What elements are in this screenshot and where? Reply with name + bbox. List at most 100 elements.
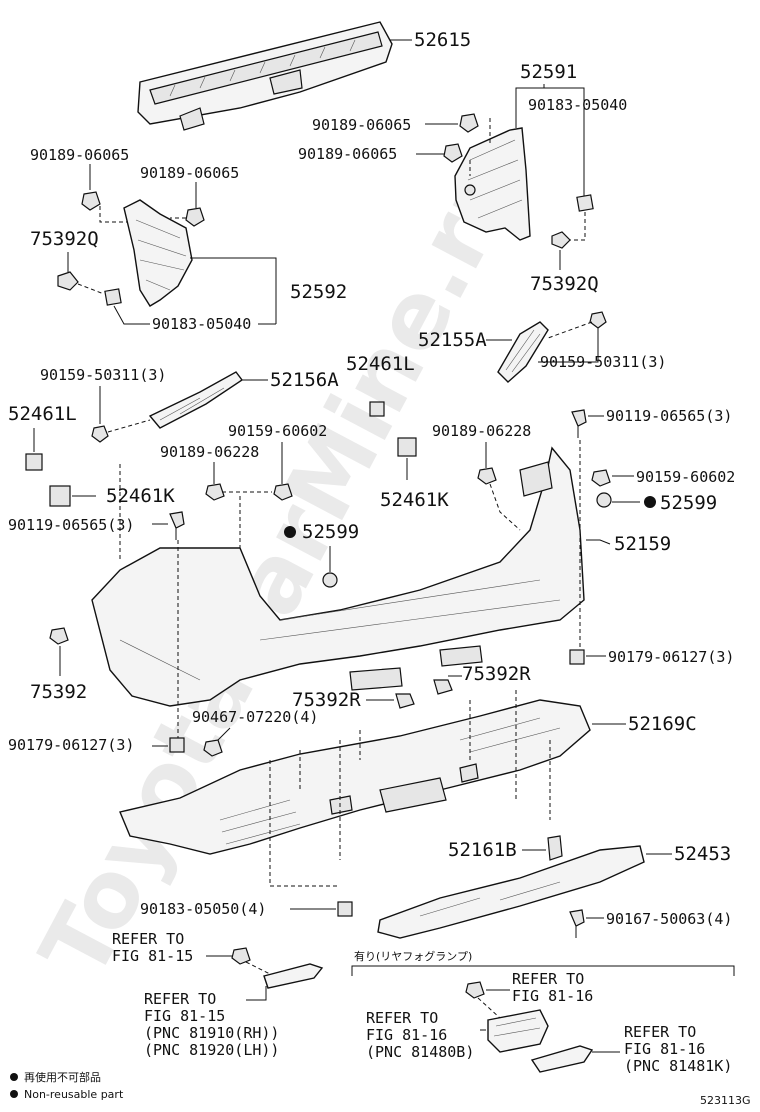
part-52591-bracket[interactable] [454,127,531,241]
label-90467-07220[interactable]: 90467-07220(4) [192,708,318,726]
label-52461K-l[interactable]: 52461K [106,485,175,507]
label-52599-r[interactable]: 52599 [660,492,717,514]
nut-90183-05040-l[interactable] [104,288,122,306]
ref2-line2: FIG 81-15 [144,1007,225,1025]
clip-75392R-b[interactable] [395,693,415,709]
watermark: ToyotaCarMine.ru [20,137,544,995]
label-75392[interactable]: 75392 [30,681,87,703]
reflector-ref-81-15[interactable] [263,963,324,989]
screw-90159-50311-r[interactable] [589,311,607,329]
label-90189-06065-b[interactable]: 90189-06065 [298,145,397,163]
label-52615[interactable]: 52615 [414,29,471,51]
plug-52599-c[interactable] [322,572,338,588]
part-52159-bumper-cover[interactable] [91,446,585,707]
label-52453[interactable]: 52453 [674,843,731,865]
screw-90119-06565-r[interactable] [571,409,587,438]
pad-52461K-l[interactable] [49,485,71,507]
label-90189-06228-l[interactable]: 90189-06228 [160,443,259,461]
label-90183-05040-r[interactable]: 90183-05040 [528,96,627,114]
label-52592[interactable]: 52592 [290,281,347,303]
label-90179-06127-r[interactable]: 90179-06127(3) [608,648,734,666]
ref4-line1: REFER TO [366,1009,438,1027]
label-90119-06565-r[interactable]: 90119-06565(3) [606,407,732,425]
label-52169C[interactable]: 52169C [628,713,697,735]
nut-90179-06127-r[interactable] [569,649,585,665]
ref1-line2: FIG 81-15 [112,947,193,965]
legend-jp: 再使用不可部品 [24,1070,101,1084]
legend-en: Non-reusable part [24,1088,124,1101]
label-90189-06065-a[interactable]: 90189-06065 [312,116,411,134]
label-90159-50311-r[interactable]: 90159-50311(3) [540,353,666,371]
label-90119-06565-l[interactable]: 90119-06565(3) [8,516,134,534]
fog-bezel-ref-81-16[interactable] [530,1045,594,1073]
clip-52161B[interactable] [547,835,563,861]
screw-90159-60602-r[interactable] [591,469,611,487]
screw-75392[interactable] [49,627,69,645]
part-52592-bracket[interactable] [123,199,193,307]
label-52156A[interactable]: 52156A [270,369,339,391]
diagram-code: 523113G [700,1094,751,1107]
clip-90189-06065-c[interactable] [81,191,101,211]
clip-90189-06065-b[interactable] [443,143,463,163]
screw-ref-81-15[interactable] [231,947,251,965]
pad-52461L-l[interactable] [25,453,43,471]
clip-90189-06228-r[interactable] [477,467,497,485]
ref2-line1: REFER TO [144,990,216,1008]
label-52461K-r[interactable]: 52461K [380,489,449,511]
label-52599-c[interactable]: 52599 [302,521,359,543]
clip-90189-06065-a[interactable] [459,113,479,133]
label-90189-06228-r[interactable]: 90189-06228 [432,422,531,440]
legend-dot-en [10,1090,18,1098]
clip-90189-06065-d[interactable] [185,207,205,227]
label-52461L-l[interactable]: 52461L [8,403,77,425]
ref3-line1: REFER TO [512,970,584,988]
screw-90119-06565-l[interactable] [169,511,185,540]
legend-dot-jp [10,1073,18,1081]
label-90189-06065-d[interactable]: 90189-06065 [140,164,239,182]
pad-52461K-r[interactable] [397,437,417,457]
label-52155A[interactable]: 52155A [418,329,487,351]
screw-90159-50311-l[interactable] [91,425,109,443]
ref5-line1: REFER TO [624,1023,696,1041]
ref5-line3: (PNC 81481K) [624,1057,732,1075]
ref5-line2: FIG 81-16 [624,1040,705,1058]
label-52161B[interactable]: 52161B [448,839,517,861]
nut-90179-06127-l[interactable] [169,737,185,753]
label-75392Q-l[interactable]: 75392Q [30,228,99,250]
label-90159-60602-c[interactable]: 90159-60602 [228,422,327,440]
part-52155A-retainer[interactable] [497,321,549,383]
clip-90467-07220[interactable] [203,739,223,757]
clip-90189-06228-l[interactable] [205,483,225,501]
part-52453-garnish[interactable] [377,845,645,939]
label-90167-50063[interactable]: 90167-50063(4) [606,910,732,928]
ref1-line1: REFER TO [112,930,184,948]
plug-52599-r[interactable] [596,492,612,508]
label-52591[interactable]: 52591 [520,61,577,83]
label-75392R-a[interactable]: 75392R [462,663,531,685]
label-52461L-c[interactable]: 52461L [346,353,415,375]
label-90159-60602-r[interactable]: 90159-60602 [636,468,735,486]
label-75392Q-r[interactable]: 75392Q [530,273,599,295]
clip-75392R-a[interactable] [433,679,453,695]
screw-ref-81-16[interactable] [465,981,485,999]
pad-52461L-c[interactable] [369,401,385,417]
screw-75392Q-l[interactable] [57,271,79,291]
screw-90167-50063[interactable] [569,909,585,938]
screw-75392Q-r[interactable] [551,231,571,249]
label-90179-06127-l[interactable]: 90179-06127(3) [8,736,134,754]
label-52159[interactable]: 52159 [614,533,671,555]
ref2-line4: (PNC 81920(LH)) [144,1041,279,1059]
ref2-line3: (PNC 81910(RH)) [144,1024,279,1042]
ref4-line3: (PNC 81480B) [366,1043,474,1061]
label-90159-50311-l[interactable]: 90159-50311(3) [40,366,166,384]
label-90183-05050[interactable]: 90183-05050(4) [140,900,266,918]
fog-lamp-ref-81-16[interactable] [487,1009,549,1053]
label-75392R-b[interactable]: 75392R [292,689,361,711]
label-90189-06065-c[interactable]: 90189-06065 [30,146,129,164]
screw-90159-60602-c[interactable] [273,483,293,501]
part-52615-retainer[interactable] [137,21,393,131]
label-90183-05040-l[interactable]: 90183-05040 [152,315,251,333]
nut-90183-05040-r[interactable] [576,194,594,212]
non-reusable-dot-52599-c [284,526,296,538]
nut-90183-05050[interactable] [337,901,353,917]
